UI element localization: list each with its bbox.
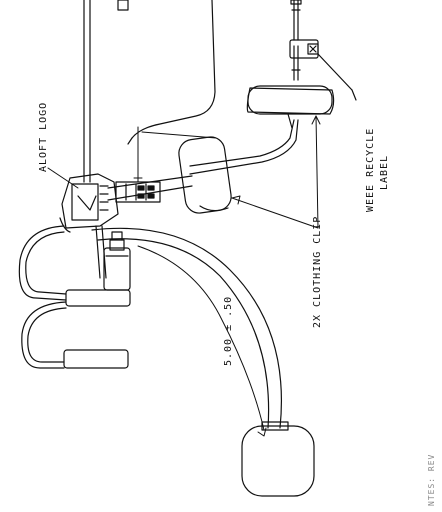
upper-rod	[83, 0, 91, 183]
boom-arm	[91, 227, 283, 429]
panel-dimension	[133, 126, 217, 183]
clothing-clip-label: 2X CLOTHING CLIP	[312, 215, 323, 328]
weee-recycle-label-line2: LABEL	[379, 154, 390, 190]
weee-leader	[317, 53, 357, 101]
weee-recycle-label-tag	[289, 39, 319, 71]
boom-dimension	[137, 245, 267, 437]
aloft-logo-hub	[59, 173, 119, 233]
inline-connector	[115, 181, 161, 203]
earphone-lower	[63, 349, 129, 369]
lower-clothing-clip	[178, 136, 232, 214]
top-bracket	[117, 0, 129, 11]
earphone-upper	[65, 289, 131, 307]
aloft-logo-label: ALOFT LOGO	[38, 101, 49, 172]
clothing-clip-leaders	[231, 115, 321, 229]
cable-ticks	[290, 0, 302, 11]
aloft-logo-leader	[53, 171, 79, 189]
boom-dimension-label: 5.00 ± .50	[223, 295, 234, 366]
earphone-cables	[18, 225, 67, 369]
right-cable	[189, 0, 299, 175]
headset-panel-outline	[131, 0, 216, 139]
panel-inner-step	[127, 137, 133, 145]
partial-note-label: NTES: REV	[427, 453, 436, 506]
aloft-logo-leader-hook	[47, 167, 55, 173]
weee-recycle-label-line1: WEEE RECYCLE	[365, 127, 376, 212]
cylinder-module	[103, 231, 131, 291]
upper-clothing-clip	[246, 85, 335, 129]
microphone-pad	[241, 421, 315, 497]
